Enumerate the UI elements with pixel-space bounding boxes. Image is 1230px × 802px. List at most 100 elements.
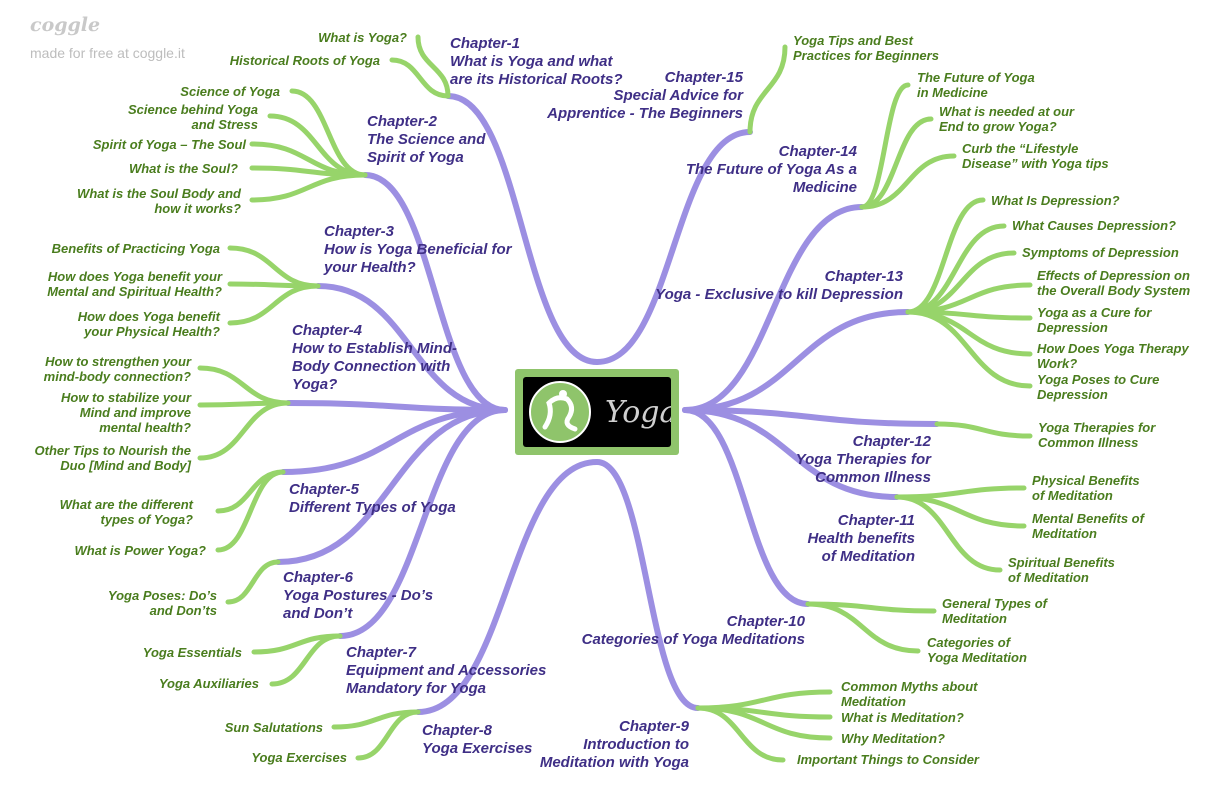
branch-chapter-15 xyxy=(594,129,753,365)
leaf-6-1[interactable]: Yoga Poses: Do’s and Don’ts xyxy=(107,588,217,618)
branch-chapter-13 xyxy=(682,309,911,413)
branch-chapter-12 xyxy=(682,407,940,427)
chapter-7-label[interactable]: Chapter-7 Equipment and Accessories Mand… xyxy=(346,644,547,697)
leaf-2-3[interactable]: Spirit of Yoga – The Soul xyxy=(92,137,246,152)
branch-leaf-14-1 xyxy=(859,82,911,210)
leaf-13-2[interactable]: What Causes Depression? xyxy=(1012,218,1176,233)
branch-chapter-1 xyxy=(445,93,600,365)
branch-leaf-3-3 xyxy=(227,283,321,326)
leaf-9-1[interactable]: Common Myths about Meditation xyxy=(841,679,978,709)
branch-leaf-9-1 xyxy=(695,689,833,711)
leaf-13-4[interactable]: Effects of Depression on the Overall Bod… xyxy=(1037,268,1191,298)
branch-chapter-11 xyxy=(682,407,900,500)
chapter-10-label[interactable]: Chapter-10 Categories of Yoga Meditation… xyxy=(581,613,805,648)
yoga-logo-text: Yoga xyxy=(605,395,671,430)
leaf-13-1[interactable]: What Is Depression? xyxy=(991,193,1120,208)
leaf-2-2[interactable]: Science behind Yoga and Stress xyxy=(127,102,258,132)
chapter-12-label[interactable]: Chapter-12 Yoga Therapies for Common Ill… xyxy=(795,433,931,486)
leaf-8-1[interactable]: Sun Salutations xyxy=(224,720,323,735)
leaf-1-2[interactable]: Historical Roots of Yoga xyxy=(229,53,380,68)
leaf-3-2[interactable]: How does Yoga benefit your Mental and Sp… xyxy=(47,269,222,299)
leaf-14-2[interactable]: What is needed at our End to grow Yoga? xyxy=(939,104,1075,134)
leaf-10-1[interactable]: General Types of Meditation xyxy=(942,596,1047,626)
branch-leaf-7-2 xyxy=(269,633,343,687)
branch-chapter-10 xyxy=(682,407,811,607)
branch-chapter-7 xyxy=(337,407,508,639)
leaf-7-2[interactable]: Yoga Auxiliaries xyxy=(158,676,259,691)
coggle-logo: coggle xyxy=(30,14,101,36)
leaf-11-3[interactable]: Spiritual Benefits of Meditation xyxy=(1008,555,1115,585)
central-yoga-node[interactable]: Yoga xyxy=(515,369,679,455)
branch-leaf-13-2 xyxy=(905,223,1007,315)
leaf-4-3[interactable]: Other Tips to Nourish the Duo [Mind and … xyxy=(34,443,192,473)
yoga-logo: Yoga xyxy=(523,377,671,447)
chapter-1-label[interactable]: Chapter-1 What is Yoga and what are its … xyxy=(450,35,623,88)
branch-leaf-4-3 xyxy=(197,400,291,461)
branch-chapter-9 xyxy=(594,459,701,711)
leaf-13-7[interactable]: Yoga Poses to Cure Depression xyxy=(1037,372,1160,402)
leaf-1-1[interactable]: What is Yoga? xyxy=(318,30,407,45)
branch-leaf-1-2 xyxy=(389,57,451,99)
branch-leaf-2-5 xyxy=(249,172,368,203)
branch-leaf-10-2 xyxy=(805,601,921,654)
chapter-11-label[interactable]: Chapter-11 Health benefits of Meditation xyxy=(807,512,915,565)
leaf-14-1[interactable]: The Future of Yoga in Medicine xyxy=(917,70,1035,100)
leaf-5-2[interactable]: What is Power Yoga? xyxy=(74,543,206,558)
branch-chapter-6 xyxy=(275,407,508,565)
leaf-13-5[interactable]: Yoga as a Cure for Depression xyxy=(1037,305,1152,335)
leaf-9-4[interactable]: Important Things to Consider xyxy=(797,752,979,767)
leaf-14-3[interactable]: Curb the “Lifestyle Disease” with Yoga t… xyxy=(962,141,1109,171)
branch-leaf-8-2 xyxy=(355,709,421,761)
leaf-8-2[interactable]: Yoga Exercises xyxy=(251,750,347,765)
branch-leaf-9-3 xyxy=(695,705,833,741)
leaf-13-6[interactable]: How Does Yoga Therapy Work? xyxy=(1037,341,1189,371)
branch-chapter-8 xyxy=(415,459,600,715)
yoga-pose-icon: Yoga xyxy=(529,381,671,443)
chapter-13-label[interactable]: Chapter-13 Yoga - Exclusive to kill Depr… xyxy=(655,268,903,303)
branch-leaf-6-1 xyxy=(225,559,281,605)
branch-leaf-4-1 xyxy=(197,365,291,406)
branch-leaf-11-3 xyxy=(894,494,1003,573)
leaf-9-3[interactable]: Why Meditation? xyxy=(841,731,945,746)
leaf-4-2[interactable]: How to stabilize your Mind and improve m… xyxy=(60,390,191,435)
branch-leaf-11-2 xyxy=(894,494,1027,529)
leaf-9-2[interactable]: What is Meditation? xyxy=(841,710,964,725)
chapter-6-label[interactable]: Chapter-6 Yoga Postures - Do’s and Don’t xyxy=(283,569,434,622)
branch-leaf-13-1 xyxy=(905,197,986,315)
chapter-2-label[interactable]: Chapter-2 The Science and Spirit of Yoga xyxy=(367,113,486,166)
chapter-14-label[interactable]: Chapter-14 The Future of Yoga As a Medic… xyxy=(685,143,857,196)
leaf-12-1[interactable]: Yoga Therapies for Common Illness xyxy=(1038,420,1156,450)
branch-leaf-2-1 xyxy=(289,88,368,178)
leaf-4-1[interactable]: How to strengthen your mind-body connect… xyxy=(43,354,191,384)
leaf-2-5[interactable]: What is the Soul Body and how it works? xyxy=(77,186,241,216)
branch-chapter-3 xyxy=(315,283,508,413)
branch-leaf-9-4 xyxy=(695,705,786,763)
chapter-9-label[interactable]: Chapter-9 Introduction to Meditation wit… xyxy=(539,718,689,771)
chapter-4-label[interactable]: Chapter-4 How to Establish Mind- Body Co… xyxy=(292,322,457,393)
branch-chapter-2 xyxy=(362,172,508,413)
leaf-2-4[interactable]: What is the Soul? xyxy=(128,161,238,176)
leaf-15-1[interactable]: Yoga Tips and Best Practices for Beginne… xyxy=(793,33,939,63)
leaf-11-2[interactable]: Mental Benefits of Meditation xyxy=(1032,511,1144,541)
branch-chapter-14 xyxy=(682,204,865,413)
branch-chapter-5 xyxy=(280,407,508,475)
branch-leaf-1-1 xyxy=(415,34,451,99)
leaf-11-1[interactable]: Physical Benefits of Meditation xyxy=(1032,473,1140,503)
chapter-3-label[interactable]: Chapter-3 How is Yoga Beneficial for you… xyxy=(324,223,512,276)
branch-leaf-12-1 xyxy=(934,421,1033,439)
leaf-13-3[interactable]: Symptoms of Depression xyxy=(1022,245,1179,260)
branch-leaf-13-7 xyxy=(905,309,1033,389)
leaf-5-1[interactable]: What are the different types of Yoga? xyxy=(59,497,193,527)
branch-leaf-14-3 xyxy=(859,153,957,210)
leaf-3-1[interactable]: Benefits of Practicing Yoga xyxy=(51,241,220,256)
leaf-10-2[interactable]: Categories of Yoga Meditation xyxy=(927,635,1027,665)
chapter-15-label[interactable]: Chapter-15 Special Advice for Apprentice… xyxy=(547,69,743,122)
chapter-8-label[interactable]: Chapter-8 Yoga Exercises xyxy=(422,722,533,757)
chapter-5-label[interactable]: Chapter-5 Different Types of Yoga xyxy=(289,481,456,516)
leaf-3-3[interactable]: How does Yoga benefit your Physical Heal… xyxy=(77,309,220,339)
branch-leaf-15-1 xyxy=(747,44,788,135)
coggle-tagline[interactable]: made for free at coggle.it xyxy=(30,45,185,61)
leaf-2-1[interactable]: Science of Yoga xyxy=(180,84,280,99)
leaf-7-1[interactable]: Yoga Essentials xyxy=(142,645,242,660)
